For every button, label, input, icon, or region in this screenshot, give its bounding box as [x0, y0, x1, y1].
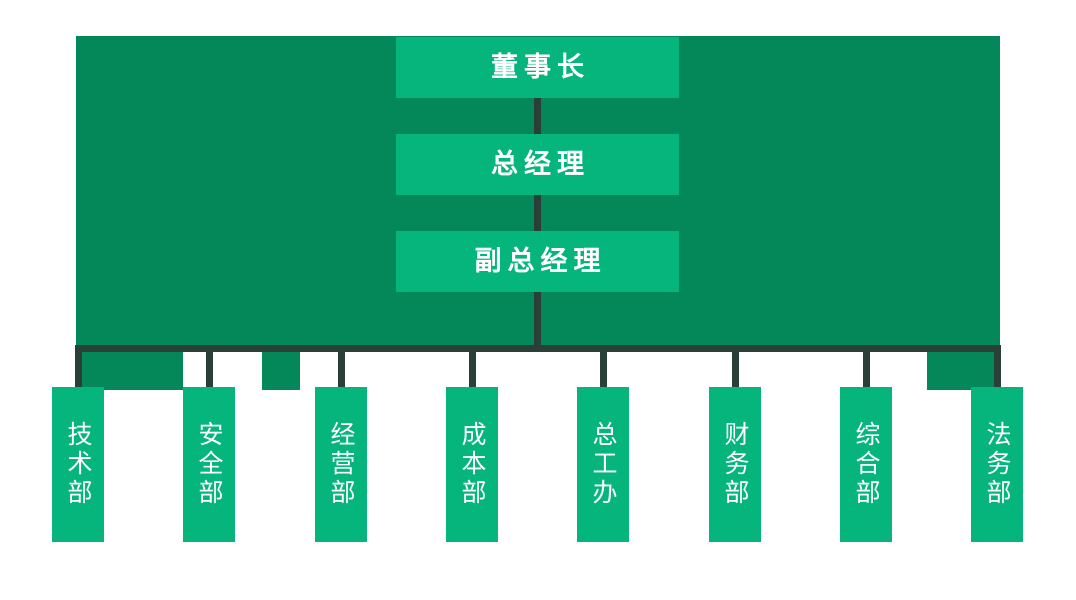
dept-box-general-affairs[interactable]: 综合部 — [840, 387, 892, 542]
dept-label-cost: 成本部 — [458, 421, 486, 508]
dept-label-finance: 财务部 — [721, 421, 749, 508]
dept-box-cost[interactable]: 成本部 — [446, 387, 498, 542]
exec-label-deputy-general-manager: 副总经理 — [474, 246, 607, 276]
panel-stub-left-inner — [262, 352, 300, 390]
drop-line-safety — [206, 345, 213, 390]
dept-box-tech[interactable]: 技术部 — [52, 387, 104, 542]
panel-stub-left — [79, 352, 183, 390]
panel-stub-right — [927, 352, 1000, 390]
horizontal-connector-bar — [76, 345, 1000, 352]
drop-line-operations — [338, 345, 345, 390]
exec-box-chairman[interactable]: 董事长 — [396, 37, 679, 98]
exec-box-deputy-general-manager[interactable]: 副总经理 — [396, 231, 679, 292]
connector-chairman-to-gm — [534, 98, 541, 134]
exec-box-general-manager[interactable]: 总经理 — [396, 134, 679, 195]
dept-label-general-affairs: 综合部 — [852, 421, 880, 508]
drop-line-finance — [732, 345, 739, 390]
exec-label-general-manager: 总经理 — [491, 149, 590, 179]
exec-label-chairman: 董事长 — [491, 52, 590, 82]
drop-line-cost — [469, 345, 476, 390]
dept-box-finance[interactable]: 财务部 — [709, 387, 761, 542]
dept-box-operations[interactable]: 经营部 — [315, 387, 367, 542]
drop-line-general — [863, 345, 870, 390]
dept-label-chief-engineer-office: 总工办 — [589, 421, 617, 508]
connector-deputy-to-bus — [534, 292, 541, 345]
dept-label-operations: 经营部 — [327, 421, 355, 508]
dept-label-tech: 技术部 — [64, 421, 92, 508]
dept-label-safety: 安全部 — [195, 421, 223, 508]
drop-line-tech — [75, 345, 82, 390]
dept-box-safety[interactable]: 安全部 — [183, 387, 235, 542]
connector-gm-to-deputy — [534, 195, 541, 231]
dept-box-legal[interactable]: 法务部 — [971, 387, 1023, 542]
dept-box-chief-engineer-office[interactable]: 总工办 — [577, 387, 629, 542]
drop-line-legal — [994, 345, 1001, 390]
drop-line-chief-eng — [600, 345, 607, 390]
dept-label-legal: 法务部 — [983, 421, 1011, 508]
